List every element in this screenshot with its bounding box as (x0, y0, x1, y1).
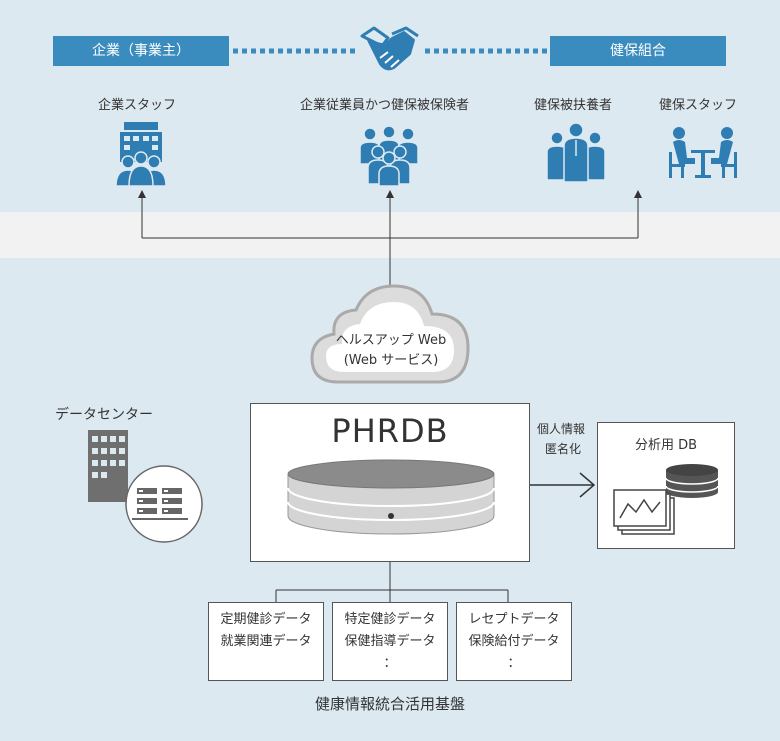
source-box-specific-checkup: 特定健診データ 保健指導データ ： (332, 602, 448, 681)
source-box-line1: レセプトデータ (468, 612, 560, 627)
actor-label-employees: 企業従業員かつ健保被保険者 (300, 98, 470, 113)
source-box-health-checkup: 定期健診データ 就業関連データ (208, 602, 324, 681)
phrdb-title: PHRDB (331, 412, 449, 450)
analysis-db-icon (613, 464, 719, 535)
datacenter-label: データセンター (55, 407, 153, 423)
source-box-line1: 定期健診データ (220, 612, 312, 627)
actor-label-company-staff: 企業スタッフ (98, 98, 177, 113)
partnership-connector (233, 48, 549, 54)
source-box-line2: 保健指導データ (344, 634, 436, 649)
datacenter-building-icon (88, 430, 203, 543)
source-box-line3: ： (507, 656, 521, 671)
source-box-line2: 保険給付データ (468, 634, 560, 649)
source-connection-lines (275, 562, 509, 604)
health-insurance-header: 健保組合 (550, 36, 726, 66)
cloud-icon (310, 284, 470, 384)
employee-group-icon (359, 125, 419, 186)
cloud-label-line2: (Web サービス) (343, 353, 439, 368)
source-box-line3: ： (383, 656, 397, 671)
source-box-line1: 特定健診データ (344, 612, 436, 627)
cloud-label-line1: ヘルスアップ Web (335, 333, 447, 348)
anonymization-arrow (530, 472, 596, 498)
anon-label-line2: 匿名化 (545, 442, 582, 456)
source-box-receipt: レセプトデータ 保険給付データ ： (456, 602, 572, 681)
meeting-table-icon (669, 127, 737, 178)
office-building-icon (115, 122, 167, 186)
database-disk-icon (287, 459, 495, 535)
family-group-icon (546, 122, 606, 183)
analysis-db-label: 分析用 DB (634, 438, 698, 453)
anon-label-line1: 個人情報 (537, 422, 586, 436)
platform-label: 健康情報統合活用基盤 (314, 695, 465, 713)
actor-label-dependents: 健保被扶養者 (534, 98, 613, 113)
company-header: 企業（事業主） (53, 36, 229, 66)
source-box-line2: 就業関連データ (220, 634, 312, 649)
actor-connection-lines (138, 190, 642, 286)
handshake-icon (360, 26, 419, 71)
actor-label-insurance-staff: 健保スタッフ (659, 98, 738, 113)
